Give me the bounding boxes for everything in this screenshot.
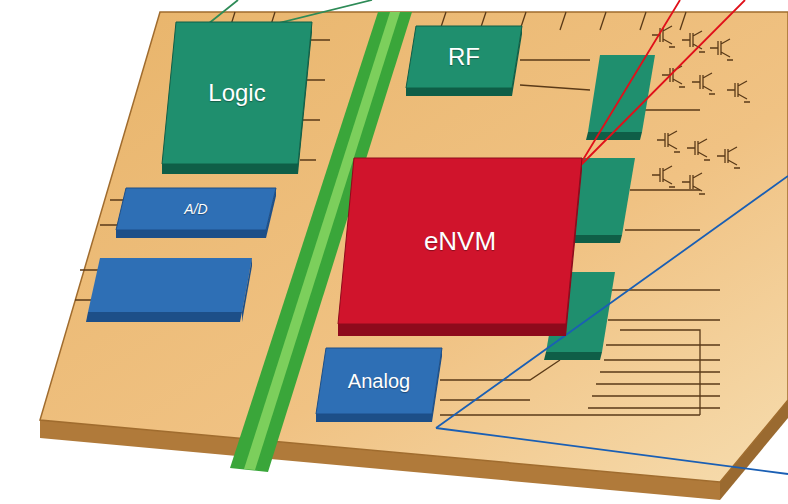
- logic-block: Logic: [162, 22, 312, 174]
- block-label: Logic: [208, 79, 265, 107]
- chip-top-face: [40, 12, 788, 482]
- unlabeled-block: [86, 258, 252, 322]
- transistor-symbols: [652, 26, 750, 194]
- block-label: Analog: [348, 370, 410, 393]
- block-label: RF: [448, 43, 480, 71]
- chip-wires: [75, 12, 720, 415]
- memory-block: eNVM: [338, 158, 582, 336]
- block-label: eNVM: [424, 226, 496, 257]
- analog-block: Analog: [316, 348, 442, 422]
- rf-block: RF: [406, 26, 522, 96]
- converter-block: A/D: [116, 188, 276, 238]
- block-label: A/D: [184, 201, 207, 217]
